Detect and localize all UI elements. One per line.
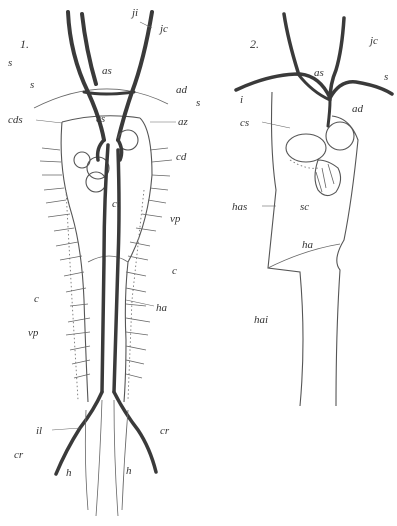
figure-1: 1. <box>8 7 200 516</box>
label-s-right: s <box>196 97 200 109</box>
label-s-top: s <box>8 57 12 69</box>
label-c-left: c <box>34 293 39 305</box>
iliac-left <box>56 392 102 474</box>
jugular-left-fig2 <box>284 14 298 72</box>
figure-2-number: 2. <box>250 37 259 51</box>
label-ci: ci <box>112 198 120 210</box>
caudal-right <box>122 410 128 510</box>
label-jc: jc <box>158 23 168 35</box>
label-ad: ad <box>176 84 188 96</box>
figure-2: 2. jc as s i ad cs has sc ha hai <box>232 14 392 406</box>
subclavian-cross <box>84 92 134 94</box>
label-cs: cs <box>96 113 105 125</box>
label-cds: cds <box>8 114 23 126</box>
dotted-line-left <box>66 190 78 400</box>
label-vp-right: vp <box>170 213 181 225</box>
aorta-central <box>102 145 108 392</box>
lateral-branches-left <box>40 148 90 378</box>
label-h-left: h <box>66 467 72 479</box>
label-ha-fig2: ha <box>302 239 314 251</box>
body-outline-right <box>332 116 358 406</box>
label-h-right: h <box>126 465 132 477</box>
label-ha: ha <box>156 302 168 314</box>
label-cr-right: cr <box>160 425 170 437</box>
label-ji: ji <box>130 7 138 19</box>
caudal-center <box>96 400 118 516</box>
body-outline-left <box>268 92 303 406</box>
caudal-left <box>85 410 88 510</box>
heart-fig2 <box>286 122 354 196</box>
label-i-fig2: i <box>240 94 243 106</box>
label-as-fig2: as <box>314 67 324 79</box>
jugular-left-inner <box>82 14 96 84</box>
label-vp-left: vp <box>28 327 39 339</box>
label-sc: sc <box>300 201 309 213</box>
leader-il <box>52 428 80 430</box>
iliac-right <box>114 392 156 472</box>
label-c-right: c <box>172 265 177 277</box>
label-cr-left: cr <box>14 449 24 461</box>
label-as: as <box>102 65 112 77</box>
label-cd: cd <box>176 151 187 163</box>
dotted-line-right <box>128 190 144 400</box>
label-s-fig2: s <box>384 71 388 83</box>
label-cs-fig2: cs <box>240 117 249 129</box>
label-s-left: s <box>30 79 34 91</box>
label-hai: hai <box>254 314 268 326</box>
label-ad-fig2: ad <box>352 103 364 115</box>
leader-cs-fig2 <box>262 122 290 128</box>
cardinal-central <box>114 150 119 392</box>
pericardial-arc <box>34 89 168 108</box>
aorta-stem-fig2 <box>328 100 330 126</box>
label-has: has <box>232 201 247 213</box>
figure-1-number: 1. <box>20 37 29 51</box>
lateral-branches-right <box>126 148 172 378</box>
jugular-right <box>118 12 152 140</box>
label-az: az <box>178 116 189 128</box>
label-jc-fig2: jc <box>368 35 378 47</box>
leader-cds <box>36 120 62 123</box>
label-il: il <box>36 425 42 437</box>
hepatic-line <box>88 256 128 262</box>
